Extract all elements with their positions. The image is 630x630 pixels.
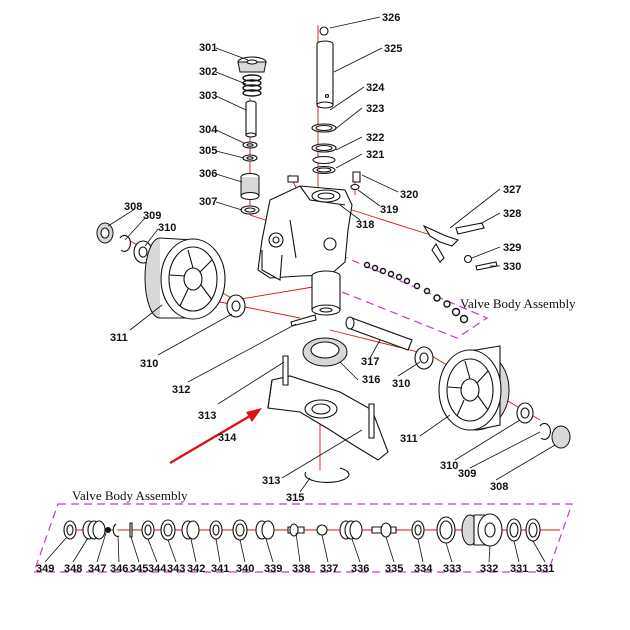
callout-326: 326 xyxy=(382,12,400,24)
callout-301: 301 xyxy=(199,42,217,54)
pump-piston-stack xyxy=(311,26,337,175)
callout-309-right: 309 xyxy=(458,468,476,480)
pump-body-frame xyxy=(257,171,361,316)
callout-322: 322 xyxy=(366,132,384,144)
callout-306: 306 xyxy=(199,168,217,180)
callout-329: 329 xyxy=(503,242,521,254)
callout-311-right: 311 xyxy=(400,433,418,445)
callout-328: 328 xyxy=(503,208,521,220)
callout-311-left: 311 xyxy=(110,332,128,344)
valve-body-label-upper: Valve Body Assembly xyxy=(460,296,576,311)
callout-335: 335 xyxy=(385,563,403,575)
valve-body-group-box-lower xyxy=(33,503,573,573)
callout-348: 348 xyxy=(64,563,82,575)
callout-310-right-b: 310 xyxy=(440,460,458,472)
callout-316: 316 xyxy=(362,374,380,386)
callout-343: 343 xyxy=(167,563,185,575)
callout-317: 317 xyxy=(361,356,379,368)
callout-308-right: 308 xyxy=(490,481,508,493)
callout-338: 338 xyxy=(292,563,310,575)
callout-309-left: 309 xyxy=(143,210,161,222)
callout-325: 325 xyxy=(384,43,402,55)
callout-310-left: 310 xyxy=(158,222,176,234)
leader-lines xyxy=(107,16,556,493)
callout-347: 347 xyxy=(88,563,106,575)
callout-303: 303 xyxy=(199,90,217,102)
pointer-arrow xyxy=(169,408,262,465)
callout-336: 336 xyxy=(351,563,369,575)
callout-318: 318 xyxy=(356,219,374,231)
callout-323: 323 xyxy=(366,103,384,115)
callout-314: 314 xyxy=(218,432,237,444)
callout-342: 342 xyxy=(187,563,205,575)
callout-327: 327 xyxy=(503,184,521,196)
release-lever-parts xyxy=(422,222,498,271)
right-wheel-assembly xyxy=(302,316,571,449)
callout-345: 345 xyxy=(130,563,148,575)
spring-cap-stack xyxy=(237,56,267,215)
callout-302: 302 xyxy=(199,66,217,78)
part-number-labels: 301 302 303 304 305 306 307 308 309 310 … xyxy=(36,12,554,575)
callout-349: 349 xyxy=(36,563,54,575)
valve-body-label-lower: Valve Body Assembly xyxy=(72,488,188,503)
callout-330: 330 xyxy=(503,261,521,273)
callout-310-left-b: 310 xyxy=(140,358,158,370)
callout-340: 340 xyxy=(236,563,254,575)
callout-332: 332 xyxy=(480,563,498,575)
callout-331-b: 331 xyxy=(536,563,554,575)
left-wheel-assembly xyxy=(96,222,317,327)
callout-312: 312 xyxy=(172,384,190,396)
callout-333: 333 xyxy=(443,563,461,575)
callout-308-left: 308 xyxy=(124,201,142,213)
callout-337: 337 xyxy=(320,563,338,575)
callout-321: 321 xyxy=(366,149,384,161)
callout-320: 320 xyxy=(400,189,418,201)
callout-304: 304 xyxy=(199,124,218,136)
callout-315: 315 xyxy=(286,492,304,504)
callout-313-bottom: 313 xyxy=(262,475,280,487)
callout-341: 341 xyxy=(211,563,229,575)
callout-331-a: 331 xyxy=(510,563,528,575)
callout-319: 319 xyxy=(380,204,398,216)
callout-339: 339 xyxy=(264,563,282,575)
valve-parts-chain-upper xyxy=(363,261,469,324)
callout-324: 324 xyxy=(366,82,385,94)
callout-305: 305 xyxy=(199,145,217,157)
callout-313-top: 313 xyxy=(198,410,216,422)
callout-310-right: 310 xyxy=(392,378,410,390)
pump-base-yoke xyxy=(267,355,389,483)
callout-307: 307 xyxy=(199,196,217,208)
lower-leader-lines xyxy=(44,532,546,563)
callout-344: 344 xyxy=(148,563,167,575)
callout-334: 334 xyxy=(414,563,433,575)
callout-346: 346 xyxy=(110,563,128,575)
